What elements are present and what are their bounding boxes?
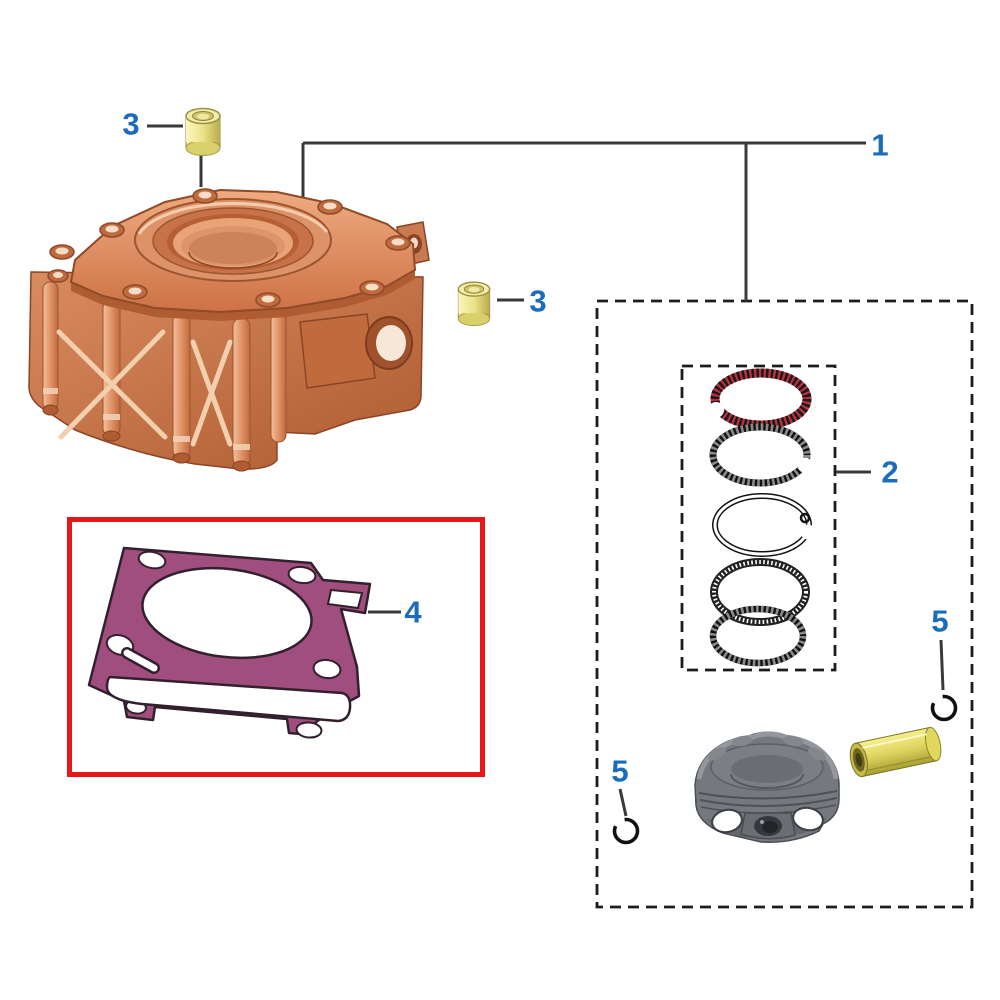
piston-pin [846, 722, 946, 782]
callout-2: 2 [881, 454, 899, 490]
second-compression-ring [709, 423, 813, 487]
cylinder-gasket [80, 532, 390, 747]
piston [687, 727, 847, 849]
oil-ring-rail-bottom [709, 605, 807, 667]
callout-3-right: 3 [529, 283, 547, 319]
callout-line-5-right [939, 639, 945, 691]
callout-5-left: 5 [611, 753, 629, 789]
dowel-pin-top [181, 105, 225, 157]
piston-ring-set [688, 366, 836, 672]
callout-1: 1 [871, 127, 889, 163]
oil-ring-rail-top [712, 493, 816, 557]
dowel-pin-right [452, 279, 496, 327]
callout-5-right: 5 [931, 603, 949, 639]
callout-line-5-left [618, 788, 628, 817]
top-compression-ring [708, 368, 812, 430]
circlip-right [927, 691, 961, 725]
circlip-left [609, 814, 643, 848]
cylinder-block [15, 182, 435, 474]
callout-3-top: 3 [122, 106, 140, 142]
callout-4: 4 [404, 594, 422, 630]
gasket-highlight-box [67, 517, 485, 777]
oil-ring-expander [710, 558, 810, 626]
